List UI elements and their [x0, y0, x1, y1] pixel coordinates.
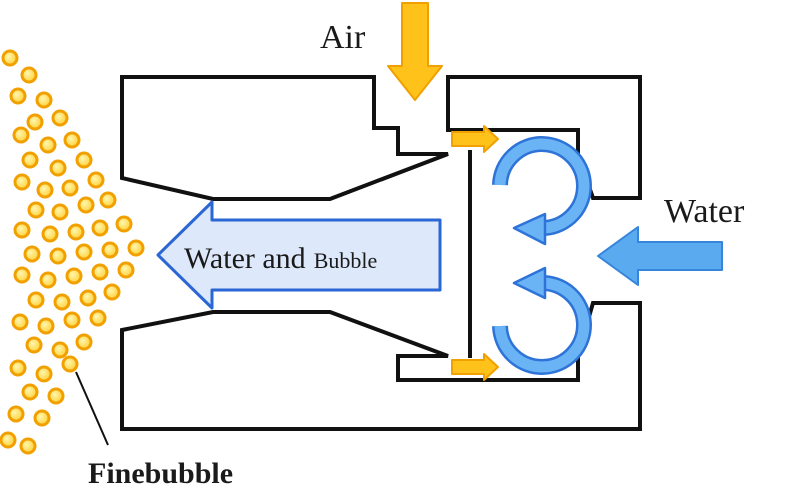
- fine-bubble: [117, 261, 135, 279]
- fine-bubble: [87, 171, 105, 189]
- fine-bubble: [79, 289, 97, 307]
- fine-bubble: [13, 173, 31, 191]
- nozzle-upper-block: [120, 75, 449, 201]
- fine-bubble: [63, 131, 81, 149]
- fine-bubble: [91, 263, 109, 281]
- outflow-label: Water and Bubble: [184, 242, 377, 275]
- fine-bubble: [63, 311, 81, 329]
- fine-bubble: [33, 409, 51, 427]
- fine-bubble: [91, 219, 109, 237]
- fine-bubble: [61, 355, 79, 373]
- finebubble-pointer-line: [75, 371, 109, 446]
- fine-bubble: [9, 359, 27, 377]
- fine-bubble: [13, 266, 31, 284]
- fine-bubble: [21, 151, 39, 169]
- fine-bubble: [13, 221, 31, 239]
- fine-bubble: [11, 313, 29, 331]
- water-label: Water: [664, 193, 745, 230]
- fine-bubble: [21, 383, 39, 401]
- fine-bubble: [23, 245, 41, 263]
- outflow-label-main: Water and: [184, 242, 306, 275]
- outflow-label-small: Bubble: [314, 248, 378, 273]
- air-inlet-arrow: [387, 2, 443, 101]
- fine-bubble: [36, 181, 54, 199]
- fine-bubble: [26, 113, 44, 131]
- fine-bubble: [75, 151, 93, 169]
- fine-bubble: [51, 341, 69, 359]
- fine-bubble: [47, 387, 65, 405]
- fine-bubble: [67, 223, 85, 241]
- fine-bubble: [49, 159, 67, 177]
- fine-bubble: [9, 87, 27, 105]
- fine-bubble: [37, 317, 55, 335]
- swirl-arrow-bottom: [492, 266, 592, 375]
- fine-bubble: [77, 196, 95, 214]
- nozzle-lower-block: [120, 301, 642, 431]
- fine-bubble: [101, 241, 119, 259]
- fine-bubble: [39, 271, 57, 289]
- finebubble-label: Finebubble: [88, 457, 233, 490]
- fine-bubble: [0, 431, 17, 449]
- air-label: Air: [320, 19, 366, 56]
- fine-bubble: [65, 267, 83, 285]
- fine-bubble: [35, 91, 53, 109]
- fine-bubble: [75, 243, 93, 261]
- fine-bubble: [12, 126, 30, 144]
- fine-bubble: [39, 136, 57, 154]
- outflow-arrow: [156, 200, 442, 310]
- fine-bubble: [41, 225, 59, 243]
- fine-bubble: [53, 293, 71, 311]
- fine-bubble: [7, 405, 25, 423]
- fine-bubble: [61, 179, 79, 197]
- fine-bubble: [89, 309, 107, 327]
- fine-bubble: [27, 201, 45, 219]
- water-inlet-arrow: [597, 226, 723, 286]
- fine-bubble: [35, 365, 53, 383]
- fine-bubble: [127, 239, 145, 257]
- fine-bubble: [103, 283, 121, 301]
- swirl-arrow-top: [492, 136, 592, 246]
- fine-bubble: [19, 437, 37, 455]
- fine-bubble: [51, 203, 69, 221]
- fine-bubble-cloud: [0, 49, 145, 455]
- fine-bubble: [115, 215, 133, 233]
- fine-bubble: [49, 247, 67, 265]
- fine-bubble: [99, 191, 117, 209]
- fine-bubble: [51, 109, 69, 127]
- fine-bubble: [20, 66, 38, 84]
- air-jet-arrow-top: [451, 125, 499, 153]
- fine-bubble: [25, 336, 43, 354]
- fine-bubble: [27, 291, 45, 309]
- fine-bubble: [1, 49, 19, 67]
- fine-bubble: [75, 333, 93, 351]
- air-jet-arrow-bottom: [451, 353, 499, 381]
